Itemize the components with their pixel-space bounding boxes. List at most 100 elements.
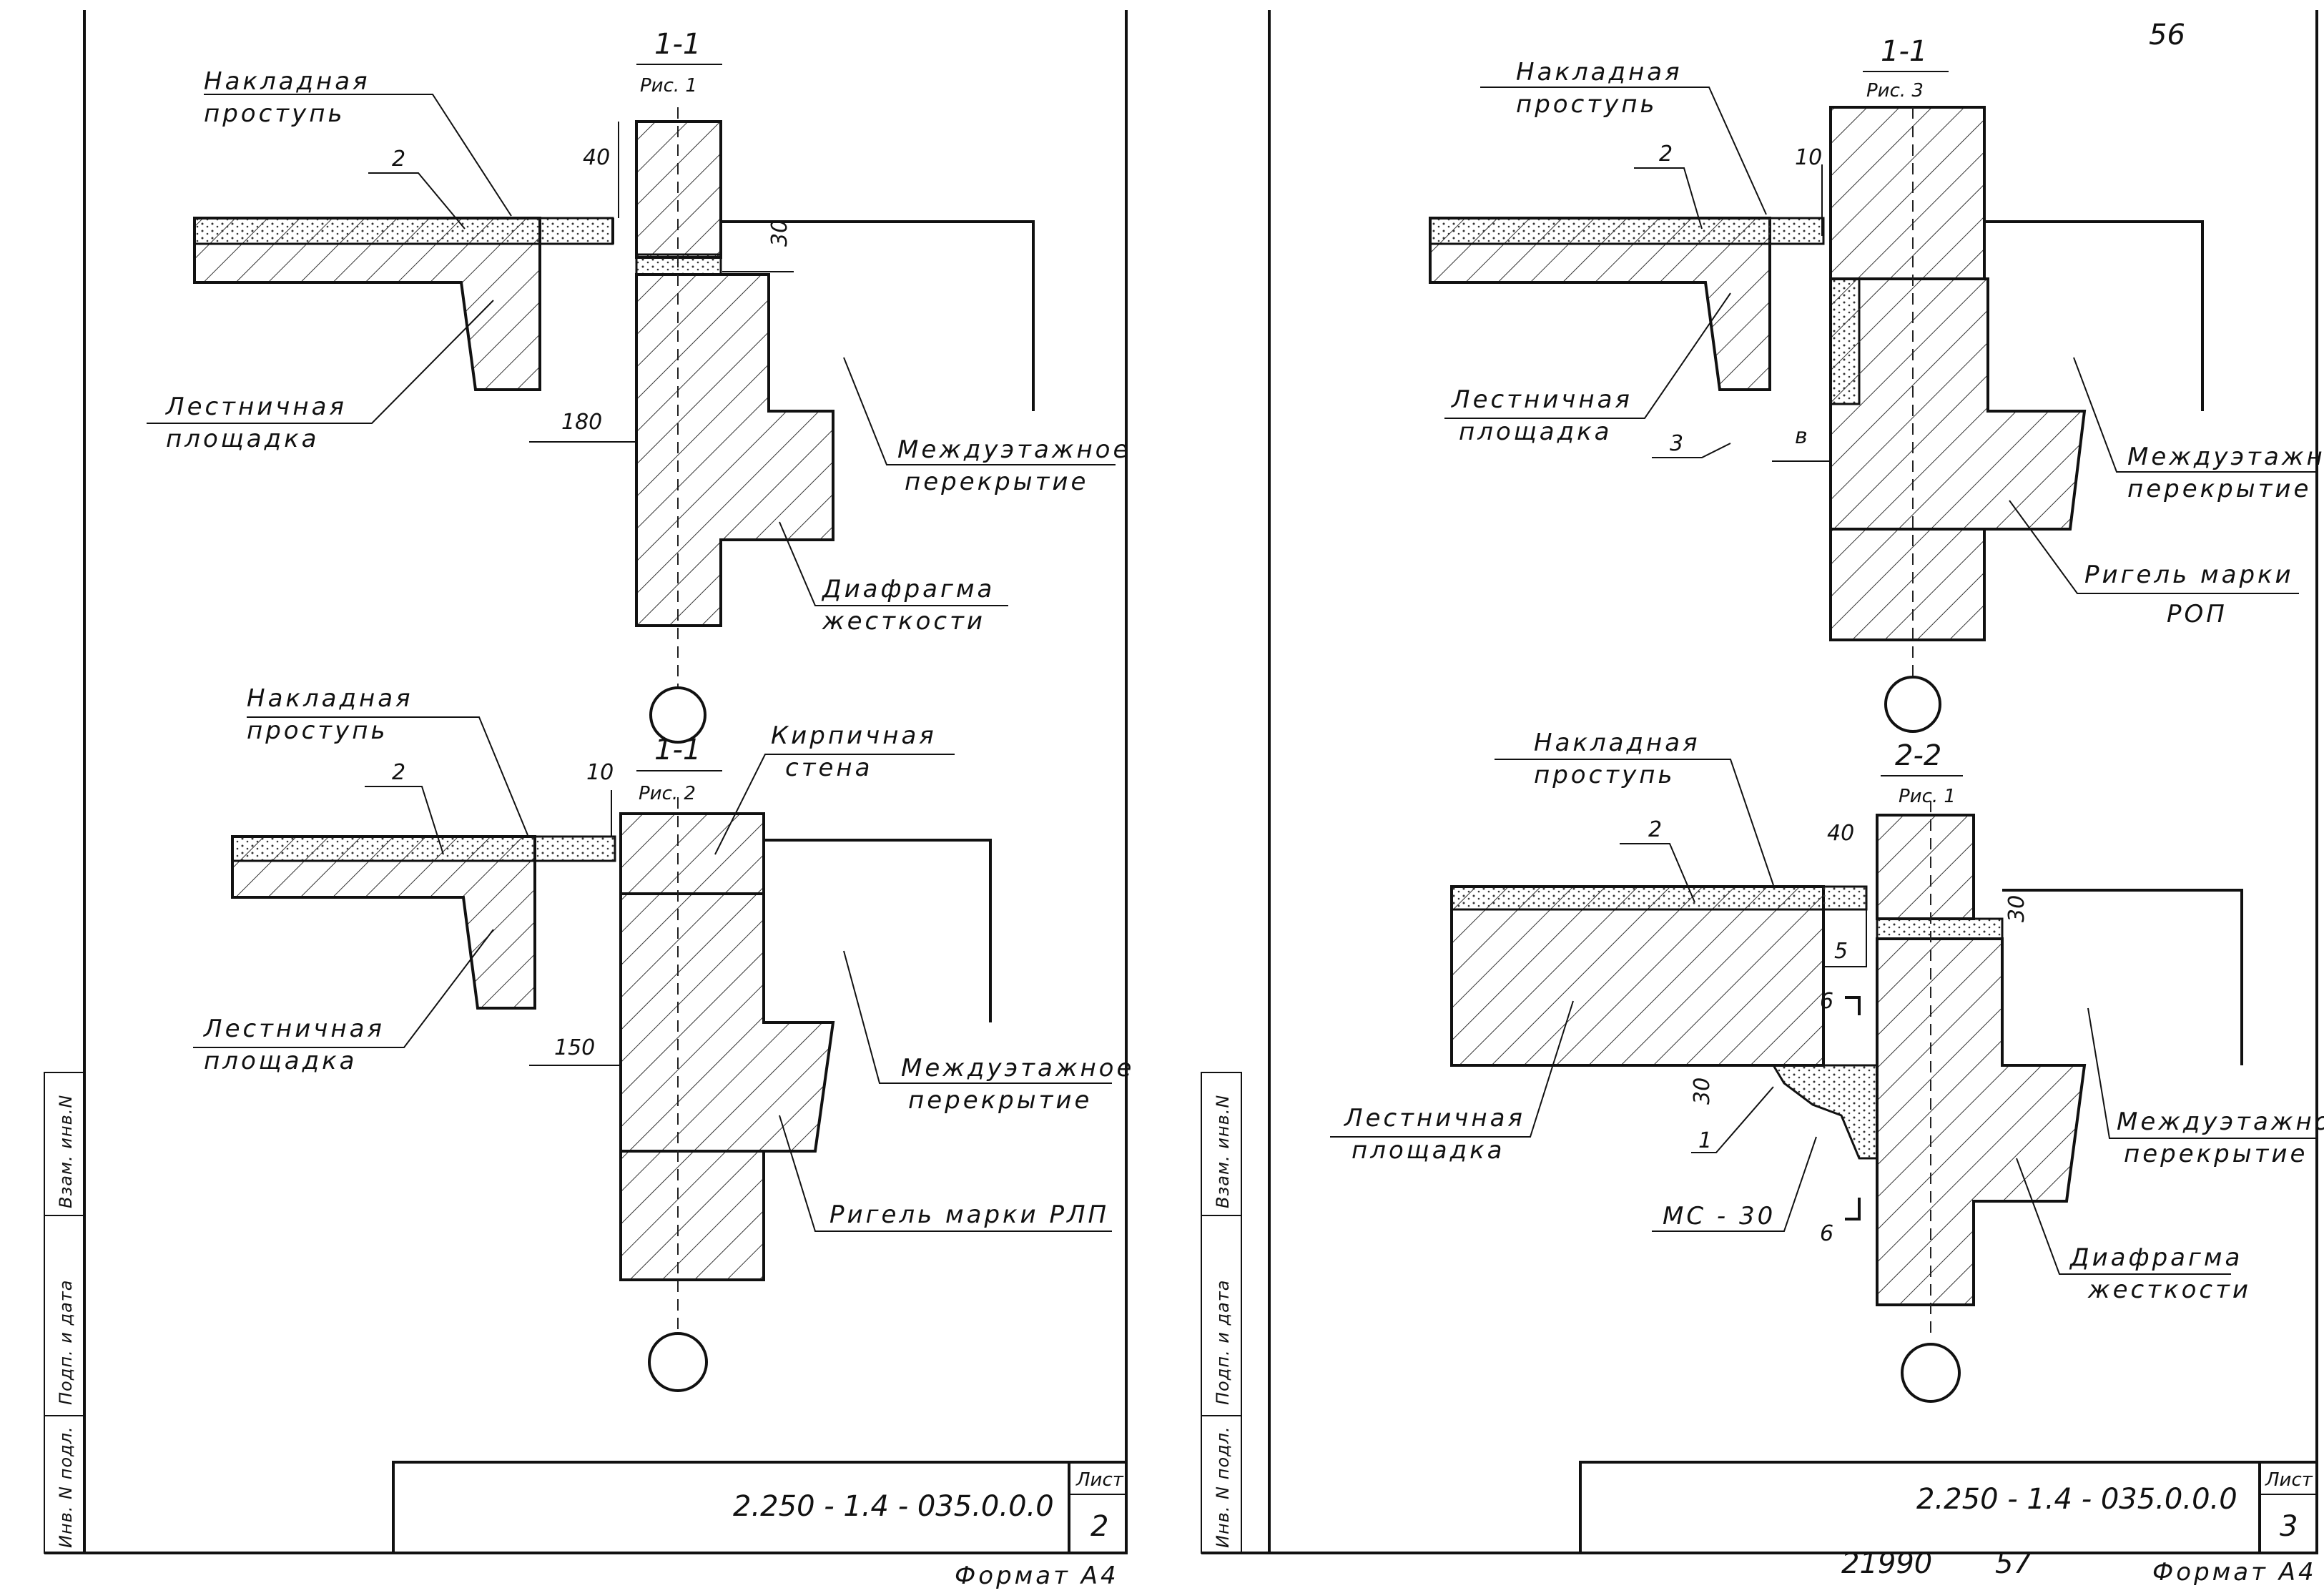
sheet-number: 2 bbox=[1090, 1510, 1108, 1543]
label-floor-1: Междуэтажное bbox=[897, 435, 1131, 464]
label-member-2: жесткости bbox=[822, 607, 985, 636]
marker-2: 2 bbox=[1659, 142, 1673, 167]
label-floor-2: перекрытие bbox=[905, 468, 1088, 496]
label-wall-1: Кирпичная bbox=[771, 721, 937, 750]
right-sheet: Инв. N подл. Подп. и дата Взам. инв.N 1-… bbox=[1201, 10, 2324, 1587]
label-floor-1: Междуэтажное bbox=[2117, 1108, 2324, 1136]
dim-30-bottom: 30 bbox=[1690, 1077, 1715, 1105]
detail-left-top: 1-1 Рис. 1 Накладная проступь 2 Лестничн… bbox=[147, 28, 1131, 744]
stamp-replace-inv: Взам. инв.N bbox=[56, 1095, 76, 1208]
tread-overlay bbox=[1429, 217, 1825, 245]
section-label: 1-1 bbox=[1881, 35, 1927, 68]
sheet-number: 3 bbox=[2280, 1510, 2298, 1543]
tread-overlay bbox=[193, 217, 614, 245]
dim-30-top: 30 bbox=[2004, 895, 2029, 922]
label-member: Ригель марки РЛП bbox=[829, 1200, 1109, 1229]
label-landing-2: площадка bbox=[204, 1047, 358, 1075]
dim-5: 5 bbox=[1834, 939, 1848, 964]
drawing-code: 2.250 - 1.4 - 035.0.0.0 bbox=[1916, 1483, 2237, 1516]
stamp-sign-date: Подп. и дата bbox=[1213, 1280, 1233, 1406]
label-landing-2: площадка bbox=[1351, 1136, 1505, 1165]
right-title-block: 2.250 - 1.4 - 035.0.0.0 Лист 3 bbox=[1579, 1461, 2318, 1554]
figure-label: Рис. 2 bbox=[639, 783, 696, 804]
tread-overlay bbox=[1450, 885, 1868, 911]
stamp-inv-no: Инв. N подл. bbox=[1213, 1426, 1233, 1548]
right-side-stamp: Инв. N подл. Подп. и дата Взам. инв.N bbox=[1201, 1072, 1242, 1554]
floor-slab-outline bbox=[764, 839, 992, 1022]
landing-slab bbox=[1450, 885, 1825, 1067]
diaphragm-body bbox=[1876, 937, 2087, 1306]
axis-marker-circle bbox=[649, 686, 706, 744]
sheet-label: Лист bbox=[1075, 1469, 1124, 1491]
label-landing-1: Лестничная bbox=[202, 1015, 385, 1043]
footer-number: 21990 bbox=[1841, 1547, 1932, 1580]
left-title-block: 2.250 - 1.4 - 035.0.0.0 Лист 2 bbox=[392, 1461, 1128, 1554]
mortar-joint bbox=[1876, 917, 2004, 940]
landing-slab bbox=[231, 835, 536, 1010]
footer-mid: 57 bbox=[1995, 1547, 2032, 1580]
dim-40: 40 bbox=[583, 145, 610, 170]
dim-30: 30 bbox=[767, 220, 792, 247]
left-sheet: Инв. N подл. Подп. и дата Взам. инв.N 1-… bbox=[44, 10, 1134, 1590]
cut-mark-bottom: 6 bbox=[1820, 1221, 1833, 1246]
label-member-1: Диафрагма bbox=[2069, 1243, 2242, 1272]
figure-label: Рис. 1 bbox=[640, 75, 697, 97]
marker-3: 3 bbox=[1670, 431, 1683, 456]
wall-upper bbox=[1876, 814, 1975, 920]
format-label: Формат А4 bbox=[955, 1562, 1119, 1590]
stamp-inv-no: Инв. N подл. bbox=[56, 1426, 76, 1548]
detail-right-top: 1-1 Рис. 3 Накладная проступь 2 Лестничн… bbox=[1429, 35, 2324, 733]
label-floor-1: Междуэтажное bbox=[901, 1054, 1134, 1082]
brick-wall bbox=[619, 812, 765, 895]
label-member-1: Диафрагма bbox=[821, 575, 995, 603]
label-floor-2: перекрытие bbox=[2124, 1140, 2308, 1168]
label-landing-1: Лестничная bbox=[1343, 1104, 1525, 1133]
dim-150: 150 bbox=[554, 1035, 595, 1060]
label-tread-2: проступь bbox=[204, 99, 345, 128]
label-tread-1: Накладная bbox=[1516, 58, 1683, 87]
section-label: 1-1 bbox=[654, 28, 701, 61]
dim-180: 180 bbox=[561, 410, 602, 435]
dim-10: 10 bbox=[1795, 145, 1822, 170]
label-member-2: жесткости bbox=[2087, 1276, 2251, 1304]
label-floor-2: перекрытие bbox=[908, 1086, 1092, 1115]
dim-40: 40 bbox=[1827, 821, 1854, 846]
label-tread-2: проступь bbox=[1516, 90, 1658, 119]
page-number: 56 bbox=[2149, 19, 2185, 51]
diaphragm-body bbox=[635, 273, 834, 627]
figure-label: Рис. 1 bbox=[1899, 786, 1956, 807]
floor-slab-outline bbox=[2002, 889, 2243, 1065]
axis-marker-circle bbox=[1884, 676, 1941, 733]
label-tread-2: проступь bbox=[1534, 761, 1675, 789]
left-side-stamp: Инв. N подл. Подп. и дата Взам. инв.N bbox=[44, 1072, 85, 1554]
detail-right-bottom: 5 2-2 Рис. 1 Накладная проступь 2 Лестни… bbox=[1330, 729, 2324, 1403]
format-label: Формат А4 bbox=[2152, 1558, 2317, 1587]
marker-2: 2 bbox=[1648, 817, 1662, 842]
dim-10: 10 bbox=[586, 760, 614, 785]
floor-slab-outline bbox=[721, 220, 1035, 411]
label-tread-2: проступь bbox=[247, 716, 388, 745]
axis-marker-circle bbox=[1901, 1343, 1961, 1403]
label-tread-1: Накладная bbox=[1534, 729, 1700, 757]
drawing-code: 2.250 - 1.4 - 035.0.0.0 bbox=[733, 1490, 1054, 1523]
marker-2: 2 bbox=[392, 147, 405, 172]
label-landing-2: площадка bbox=[1459, 418, 1612, 446]
dim-b: в bbox=[1795, 424, 1808, 449]
stamp-replace-inv: Взам. инв.N bbox=[1213, 1095, 1233, 1208]
marker-2: 2 bbox=[392, 760, 405, 785]
label-landing-1: Лестничная bbox=[1450, 385, 1633, 414]
girder-body bbox=[619, 892, 835, 1281]
label-landing-1: Лестничная bbox=[164, 393, 347, 421]
marker-1: 1 bbox=[1698, 1128, 1712, 1153]
detail-left-bottom: 1-1 Рис. 2 Накладная проступь 2 Кирпична… bbox=[193, 684, 1134, 1392]
cut-mark-top: 6 bbox=[1820, 989, 1833, 1014]
tread-overlay bbox=[231, 835, 616, 862]
section-label: 2-2 bbox=[1895, 739, 1941, 772]
label-landing-2: площадка bbox=[166, 425, 320, 453]
girder-body bbox=[1829, 277, 2087, 641]
section-label: 1-1 bbox=[654, 734, 701, 766]
label-floor-2: перекрытие bbox=[2127, 475, 2311, 503]
label-tread-1: Накладная bbox=[204, 67, 370, 96]
label-wall-2: стена bbox=[785, 754, 872, 782]
